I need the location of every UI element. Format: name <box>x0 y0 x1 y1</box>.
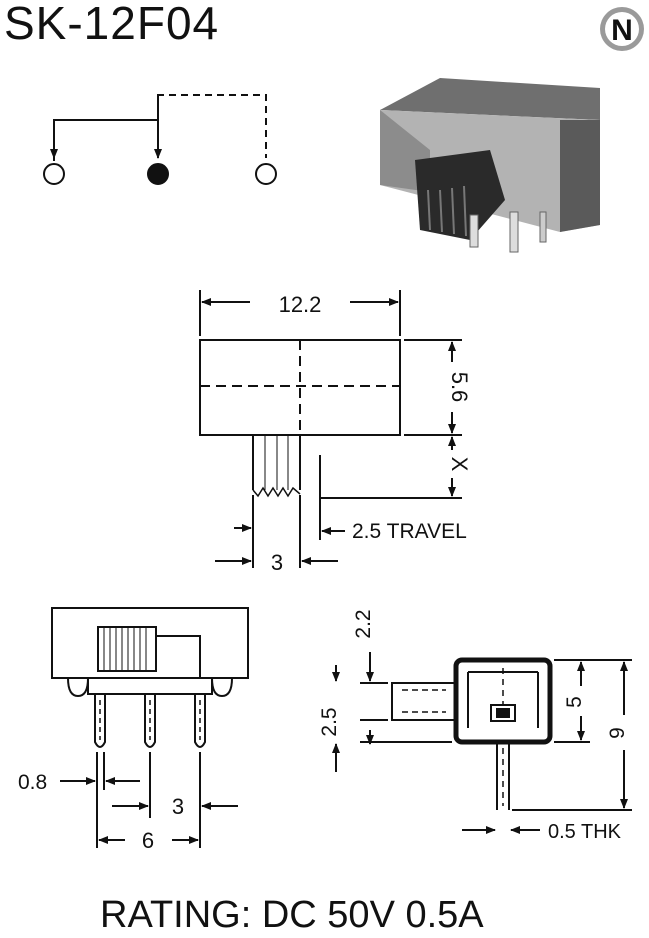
pin-1 <box>94 694 106 748</box>
pin-2 <box>144 694 156 748</box>
stem-width-label: 3 <box>271 550 283 575</box>
dim-width-label: 12.2 <box>279 292 322 317</box>
rating-label: RATING: DC 50V 0.5A <box>100 894 484 936</box>
top-view <box>199 290 462 568</box>
pin-span-label: 6 <box>142 828 154 853</box>
body-height-label: 5 <box>563 696 586 708</box>
side-contact <box>490 704 516 722</box>
switch-schematic <box>43 94 277 185</box>
front-view <box>51 607 249 848</box>
actuator-height-label: 2.5 <box>318 707 341 736</box>
pin-pitch-label: 3 <box>172 794 184 819</box>
front-view-body <box>51 607 249 679</box>
pin-thickness-label: 0.5 THK <box>548 821 622 843</box>
terminal-left <box>43 163 65 185</box>
brand-logo: N <box>600 7 644 51</box>
actuator-knurled <box>97 626 157 672</box>
side-actuator <box>391 682 457 721</box>
total-height-label: 9 <box>606 727 629 739</box>
dim-extension-label: X <box>447 457 472 472</box>
actuator-top-label: 2.2 <box>352 609 375 638</box>
dim-height-label: 5.6 <box>447 372 472 403</box>
pin-width-label: 0.8 <box>18 771 47 794</box>
pin-3 <box>194 694 206 748</box>
terminal-right <box>255 163 277 185</box>
model-title: SK-12F04 <box>4 0 220 49</box>
side-view <box>332 652 632 834</box>
terminal-common <box>147 163 169 185</box>
product-photo <box>380 78 600 253</box>
travel-label: 2.5 TRAVEL <box>352 520 467 543</box>
brand-letter: N <box>611 14 633 47</box>
